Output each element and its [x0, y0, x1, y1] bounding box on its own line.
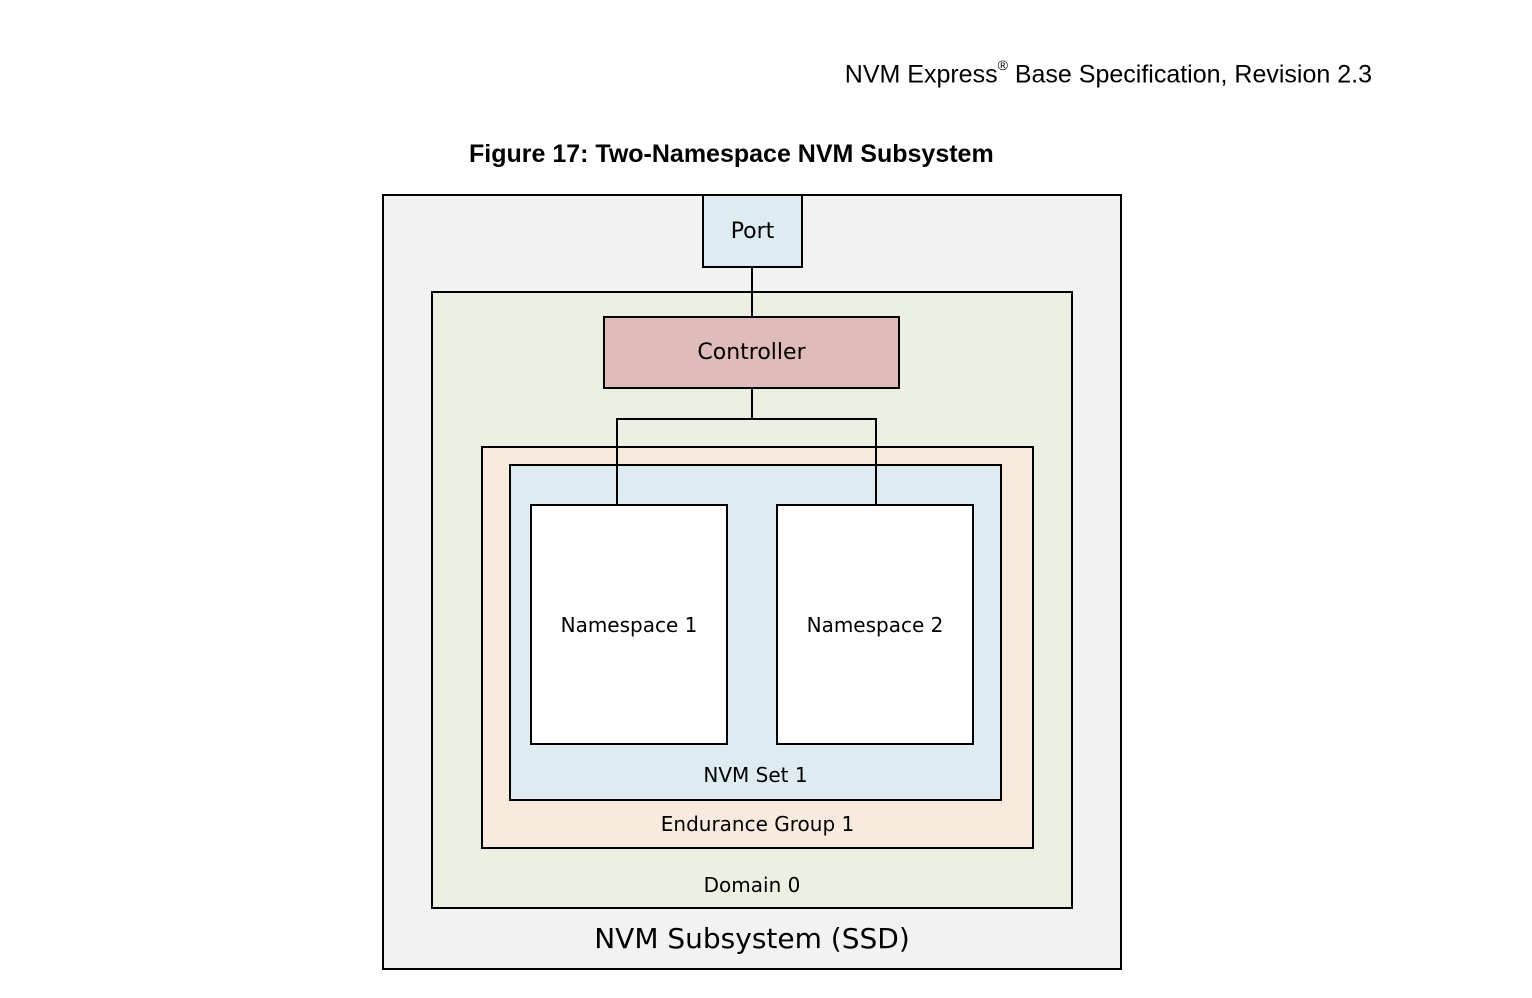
controller-box: Controller — [603, 316, 900, 389]
spec-name: NVM Express — [844, 60, 998, 89]
document-header: NVM Express® Base Specification, Revisio… — [844, 57, 1372, 89]
connector-port-controller — [751, 267, 753, 317]
domain-label: Domain 0 — [703, 873, 801, 897]
nvm-subsystem-label: NVM Subsystem (SSD) — [594, 922, 910, 955]
nvm-set-label: NVM Set 1 — [703, 763, 808, 787]
connector-controller-bus — [751, 388, 753, 420]
endurance-group-label: Endurance Group 1 — [660, 812, 855, 836]
connector-namespace-1 — [616, 418, 618, 506]
connector-bus — [616, 418, 877, 420]
registered-mark: ® — [997, 57, 1008, 73]
namespace-1-label: Namespace 1 — [560, 612, 698, 637]
figure-caption: Figure 17: Two-Namespace NVM Subsystem — [469, 140, 994, 168]
connector-namespace-2 — [875, 418, 877, 506]
namespace-1-box: Namespace 1 — [530, 504, 728, 745]
spec-revision: Base Specification, Revision 2.3 — [1007, 60, 1372, 89]
controller-label: Controller — [697, 340, 806, 365]
port-label: Port — [730, 218, 775, 244]
namespace-2-label: Namespace 2 — [806, 612, 944, 637]
namespace-2-box: Namespace 2 — [776, 504, 974, 745]
port-box: Port — [702, 194, 803, 268]
